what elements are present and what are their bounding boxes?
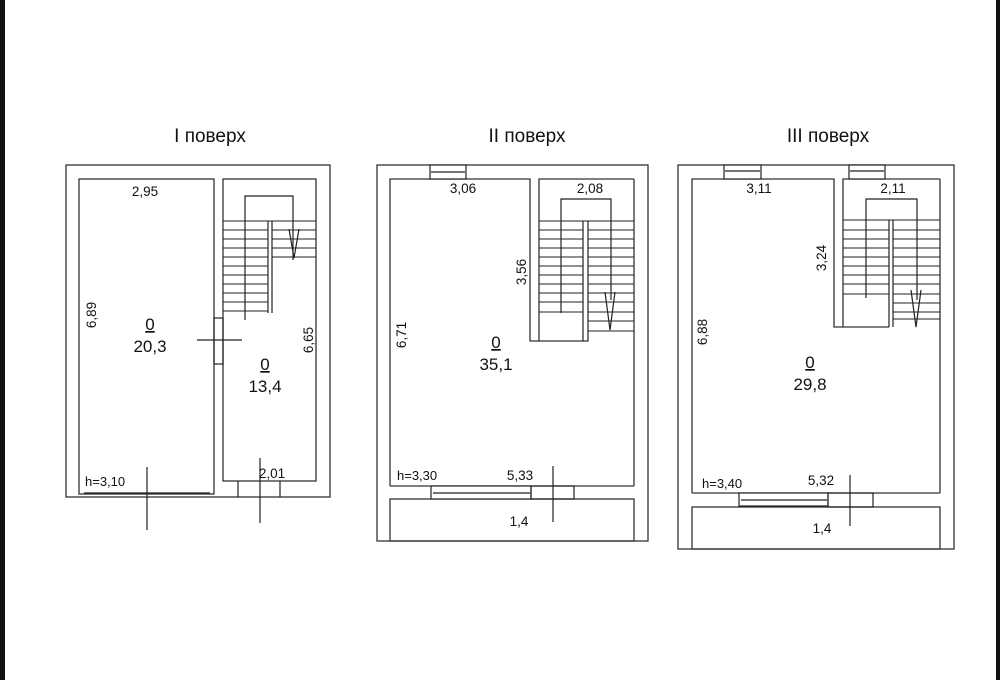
floor-3-stair-arrow-icon — [910, 289, 922, 328]
floor-3-stair-length: 3,24 — [814, 244, 829, 271]
floor-3-main-room — [691, 178, 889, 493]
floor-1-room-2-number: 0 — [260, 355, 269, 374]
floor-2-stair-width: 2,08 — [577, 181, 603, 196]
floor-1-stair-arrow-icon — [288, 228, 300, 259]
floor-3-room-length: 6,88 — [695, 319, 710, 345]
floor-3-plan: III поверх — [677, 126, 955, 550]
right-frame-edge — [996, 0, 1000, 680]
floor-3-bottom-width: 5,32 — [808, 473, 834, 488]
floor-2-plan: II поверх — [376, 126, 649, 542]
floor-2-room-area: 35,1 — [479, 355, 512, 374]
floor-3-ceiling-height: h=3,40 — [702, 476, 742, 491]
left-frame-edge — [0, 0, 5, 680]
floor-1-plan: I поверх — [65, 126, 331, 530]
floor-3-stairs — [843, 198, 940, 328]
floor-3-room-number: 0 — [805, 353, 814, 372]
floor-3-top-width: 3,11 — [746, 181, 771, 196]
floor-1-room-2-area: 13,4 — [248, 377, 281, 396]
floor-2-stair-length: 3,56 — [514, 259, 529, 285]
floor-3-title: III поверх — [787, 126, 870, 147]
floor-1-room-2-width: 2,01 — [259, 466, 285, 481]
floor-1-outer-wall — [65, 164, 331, 498]
floor-3-outer-wall — [677, 164, 955, 550]
floor-2-bottom-width: 5,33 — [507, 468, 533, 483]
floor-1-room-1-area: 20,3 — [133, 337, 166, 356]
floor-1-stairs — [223, 195, 316, 320]
floor-2-ceiling-height: h=3,30 — [397, 468, 437, 483]
floor-1-ceiling-height: h=3,10 — [85, 474, 125, 489]
floor-2-main-room — [389, 178, 589, 486]
floor-1-title: I поверх — [174, 126, 246, 147]
floor-3-room-area: 29,8 — [793, 375, 826, 394]
floor-3-balcony — [691, 506, 941, 550]
floor-1-room-2-length: 6,65 — [301, 327, 316, 353]
floor-1-room-1-length: 6,89 — [84, 302, 99, 328]
floor-2-balcony-area: 1,4 — [510, 514, 529, 529]
floor-1-interior-door — [213, 317, 224, 365]
floor-2-stairs — [539, 198, 634, 341]
floor-2-title: II поверх — [489, 126, 566, 147]
floor-1-room-1-width: 2,95 — [132, 184, 158, 199]
floor-3-top-window-1 — [723, 164, 762, 180]
floor-2-top-width: 3,06 — [450, 181, 476, 196]
floor-1-room-1-number: 0 — [145, 315, 154, 334]
floor-3-top-window-2 — [848, 164, 886, 180]
floor-2-room-number: 0 — [491, 333, 500, 352]
floor-2-room-length: 6,71 — [394, 322, 409, 348]
floor-2-stair-arrow-icon — [604, 291, 616, 331]
floor-3-stair-width: 2,11 — [880, 181, 905, 196]
floor-3-balcony-area: 1,4 — [813, 521, 832, 536]
